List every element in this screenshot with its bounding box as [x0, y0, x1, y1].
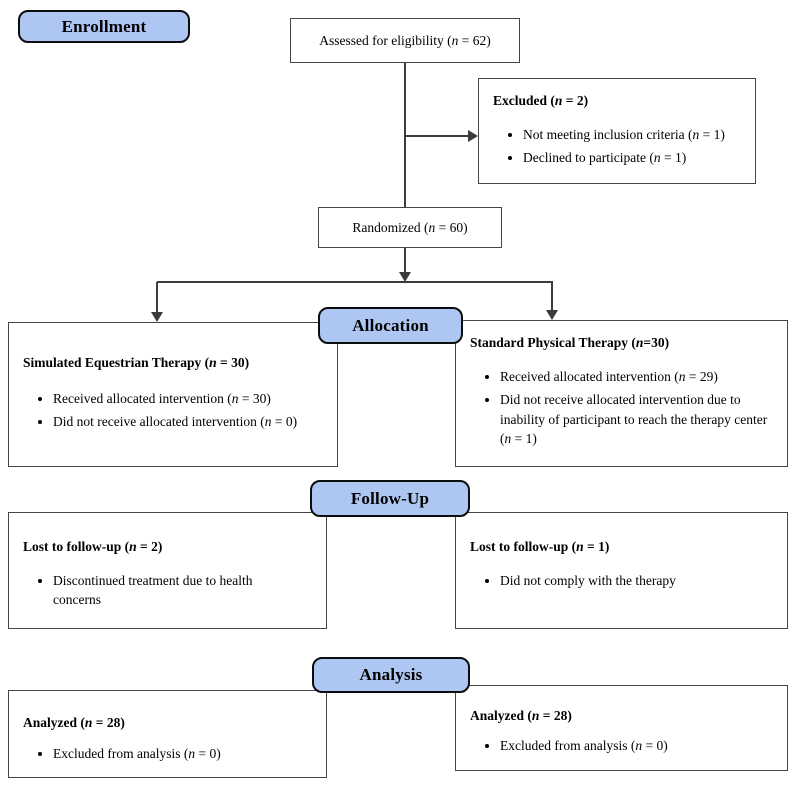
bullet-item: Did not receive allocated intervention (…	[53, 412, 329, 432]
excluded-title: Excluded (n = 2)	[493, 93, 589, 108]
bullet-item: Excluded from analysis (n = 0)	[500, 736, 779, 756]
analysis-right-box: Analyzed (n = 28) Excluded from analysis…	[455, 685, 788, 771]
analysis-banner: Analysis	[312, 657, 470, 693]
analysis-right-title: Analyzed (n = 28)	[470, 708, 572, 723]
arrowhead-branch-center	[399, 272, 411, 282]
line-randomized-down	[404, 248, 406, 273]
analysis-left-box: Analyzed (n = 28) Excluded from analysis…	[8, 690, 327, 778]
followup-left-box: Lost to follow-up (n = 2) Discontinued t…	[8, 512, 327, 629]
analysis-left-title: Analyzed (n = 28)	[23, 715, 125, 730]
randomized-box: Randomized (n = 60)	[318, 207, 502, 248]
line-branch-right	[551, 282, 553, 310]
randomized-text: Randomized (n = 60)	[352, 219, 468, 235]
followup-right-bullet-list: Did not comply with the therapy	[470, 571, 779, 591]
allocation-right-title: Standard Physical Therapy (n=30)	[470, 335, 670, 350]
bullet-item: Excluded from analysis (n = 0)	[53, 744, 318, 764]
bullet-item: Received allocated intervention (n = 30)	[53, 389, 329, 409]
analysis-right-bullet-list: Excluded from analysis (n = 0)	[470, 736, 779, 756]
allocation-left-box: Simulated Equestrian Therapy (n = 30) Re…	[8, 322, 338, 467]
assessed-eligibility-box: Assessed for eligibility (n = 62)	[290, 18, 520, 63]
line-branch-left	[156, 282, 158, 312]
bullet-item: Not meeting inclusion criteria (n = 1)	[523, 125, 747, 145]
arrowhead-excluded	[468, 130, 478, 142]
bullet-item: Received allocated intervention (n = 29)	[500, 367, 779, 387]
analysis-left-bullet-list: Excluded from analysis (n = 0)	[23, 744, 318, 764]
excluded-box: Excluded (n = 2) Not meeting inclusion c…	[478, 78, 756, 184]
bullet-item: Discontinued treatment due to health con…	[53, 571, 291, 610]
bullet-item: Did not receive allocated intervention d…	[500, 390, 779, 449]
allocation-left-bullet-list: Received allocated intervention (n = 30)…	[23, 389, 329, 432]
bullet-item: Did not comply with the therapy	[500, 571, 779, 591]
excluded-bullet-list: Not meeting inclusion criteria (n = 1) D…	[493, 125, 747, 168]
bullet-item: Declined to participate (n = 1)	[523, 148, 747, 168]
allocation-left-title: Simulated Equestrian Therapy (n = 30)	[23, 355, 250, 370]
assessed-eligibility-text: Assessed for eligibility (n = 62)	[319, 32, 491, 48]
followup-right-box: Lost to follow-up (n = 1) Did not comply…	[455, 512, 788, 629]
followup-right-title: Lost to follow-up (n = 1)	[470, 539, 610, 554]
arrowhead-left-allocation	[151, 312, 163, 322]
followup-left-title: Lost to follow-up (n = 2)	[23, 539, 163, 554]
allocation-right-bullet-list: Received allocated intervention (n = 29)…	[470, 367, 779, 449]
followup-banner: Follow-Up	[310, 480, 470, 517]
allocation-banner: Allocation	[318, 307, 463, 344]
branch-horizontal-line	[157, 281, 553, 283]
line-to-excluded	[405, 135, 468, 137]
arrowhead-right-allocation	[546, 310, 558, 320]
followup-left-bullet-list: Discontinued treatment due to health con…	[23, 571, 318, 610]
enrollment-banner: Enrollment	[18, 10, 190, 43]
allocation-right-box: Standard Physical Therapy (n=30) Receive…	[455, 320, 788, 467]
